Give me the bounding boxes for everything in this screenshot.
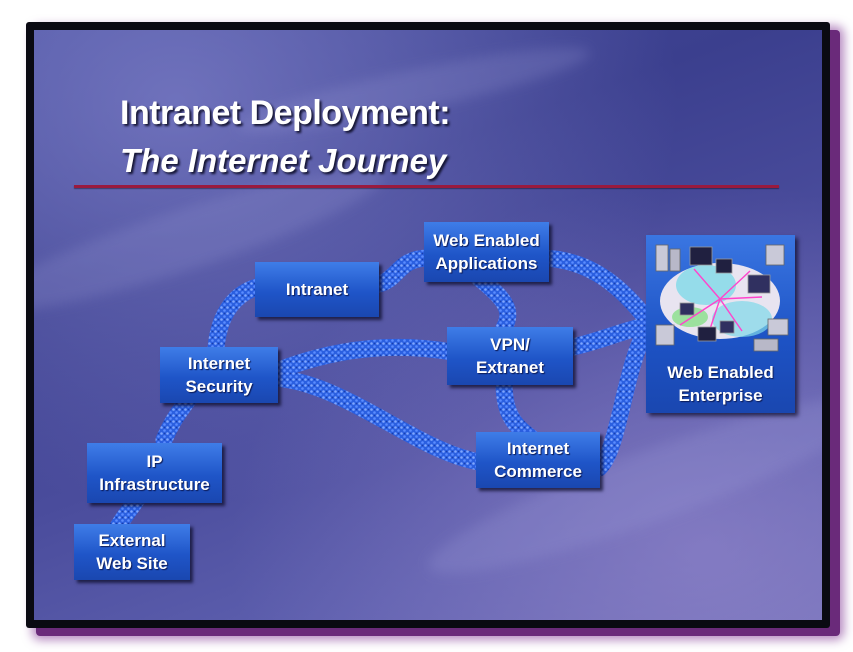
node-internet-commerce[interactable]: Internet Commerce	[476, 432, 600, 488]
node-web-enabled-enterprise[interactable]: Web Enabled Enterprise	[646, 235, 795, 413]
node-label: Web Enabled Enterprise	[667, 363, 774, 405]
node-external-web-site[interactable]: External Web Site	[74, 524, 190, 580]
path-apps-to-vpn	[470, 269, 517, 337]
path-apps-to-enterprise	[530, 249, 655, 327]
node-intranet[interactable]: Intranet	[255, 262, 379, 317]
path-intranet-to-apps	[365, 249, 438, 294]
path-security-to-vpn	[265, 338, 461, 381]
slide-title: Intranet Deployment:	[120, 94, 451, 132]
node-label: Web Enabled Applications	[433, 231, 540, 273]
node-web-enabled-applications[interactable]: Web Enabled Applications	[424, 222, 549, 282]
node-vpn-extranet[interactable]: VPN/ Extranet	[447, 327, 573, 385]
node-label: IP Infrastructure	[99, 452, 210, 494]
title-divider	[74, 185, 779, 188]
slide: Intranet Deployment: The Internet Journe…	[34, 30, 822, 620]
node-label: External Web Site	[96, 531, 168, 573]
path-commerce-to-enterprise	[590, 321, 655, 477]
node-ip-infrastructure[interactable]: IP Infrastructure	[87, 443, 222, 503]
slide-subtitle: The Internet Journey	[120, 142, 447, 179]
node-label: Internet Commerce	[494, 439, 582, 481]
node-label: Internet Security	[185, 354, 253, 396]
path-security-to-commerce	[265, 369, 488, 471]
node-label: VPN/ Extranet	[475, 335, 545, 377]
node-label: Intranet	[285, 280, 349, 299]
node-internet-security[interactable]: Internet Security	[160, 347, 278, 403]
network-graphic	[655, 244, 789, 352]
